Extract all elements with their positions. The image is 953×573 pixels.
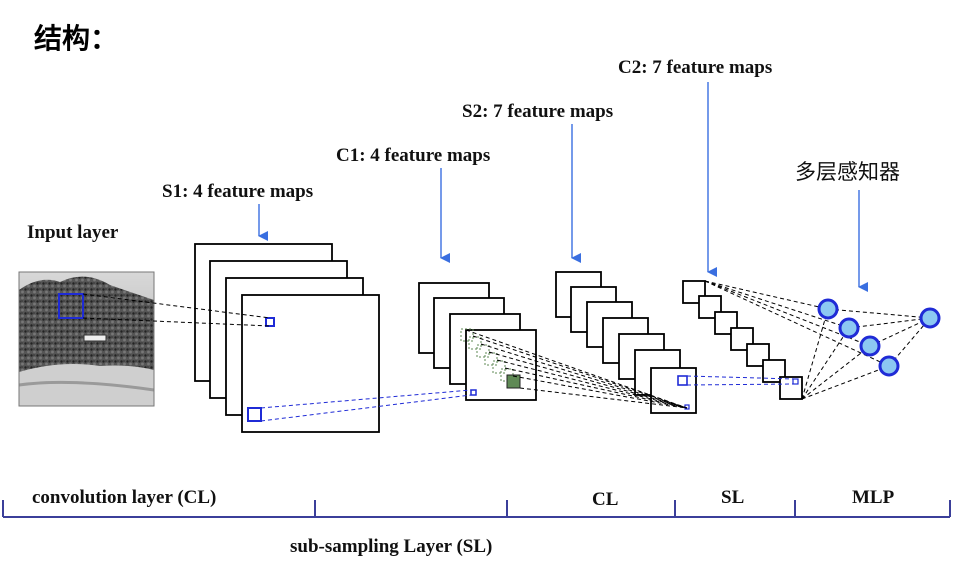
s2-to-c2-line — [686, 383, 796, 386]
s1-label: S1: 4 feature maps — [162, 181, 313, 202]
c1-output-unit — [506, 374, 521, 389]
input-to-s1-line — [82, 317, 271, 327]
mlp-hidden-neuron — [859, 335, 881, 357]
axis-subsampling-layer-label: sub-sampling Layer (SL) — [290, 536, 492, 557]
mlp-hidden-neuron — [838, 317, 860, 339]
s2-feature-map-stack — [555, 271, 697, 414]
input-layer-label: Input layer — [27, 222, 119, 243]
mlp-hidden-neuron — [817, 298, 839, 320]
mlp-output-neuron — [919, 307, 941, 329]
input-receptive-field — [58, 293, 84, 319]
c1-label: C1: 4 feature maps — [336, 145, 490, 166]
mlp-neurons — [817, 298, 941, 377]
s1-feature-map-stack — [194, 243, 380, 433]
s1-to-c1-line — [260, 389, 472, 409]
slide-title: 结构： — [34, 22, 118, 55]
c2-label: C2: 7 feature maps — [618, 57, 772, 78]
mlp-connections — [704, 280, 931, 400]
mlp-chinese-label: 多层感知器 — [795, 160, 900, 184]
s1-to-c1-line — [260, 394, 472, 422]
axis-mlp-label: MLP — [852, 487, 895, 508]
axis-sl-label: SL — [721, 487, 744, 508]
c1-feature-map-stack — [418, 282, 537, 401]
axis-convolution-layer-label: convolution layer (CL) — [32, 487, 216, 508]
s2-label: S2: 7 feature maps — [462, 101, 613, 122]
c2-unit-marker — [792, 378, 799, 385]
layer-axis — [2, 500, 951, 518]
c2-feature-map-stack — [682, 280, 803, 400]
input-to-s1-line — [82, 293, 271, 319]
s1-unit-marker — [265, 317, 275, 327]
s2-unit-marker — [677, 375, 688, 386]
mlp-hidden-neuron — [878, 355, 900, 377]
c1-to-s2-lines — [465, 329, 688, 409]
input-image — [18, 271, 155, 407]
axis-cl-label: CL — [592, 489, 618, 510]
s1-pool-window — [247, 407, 262, 422]
c1-pool-unit — [470, 389, 477, 396]
